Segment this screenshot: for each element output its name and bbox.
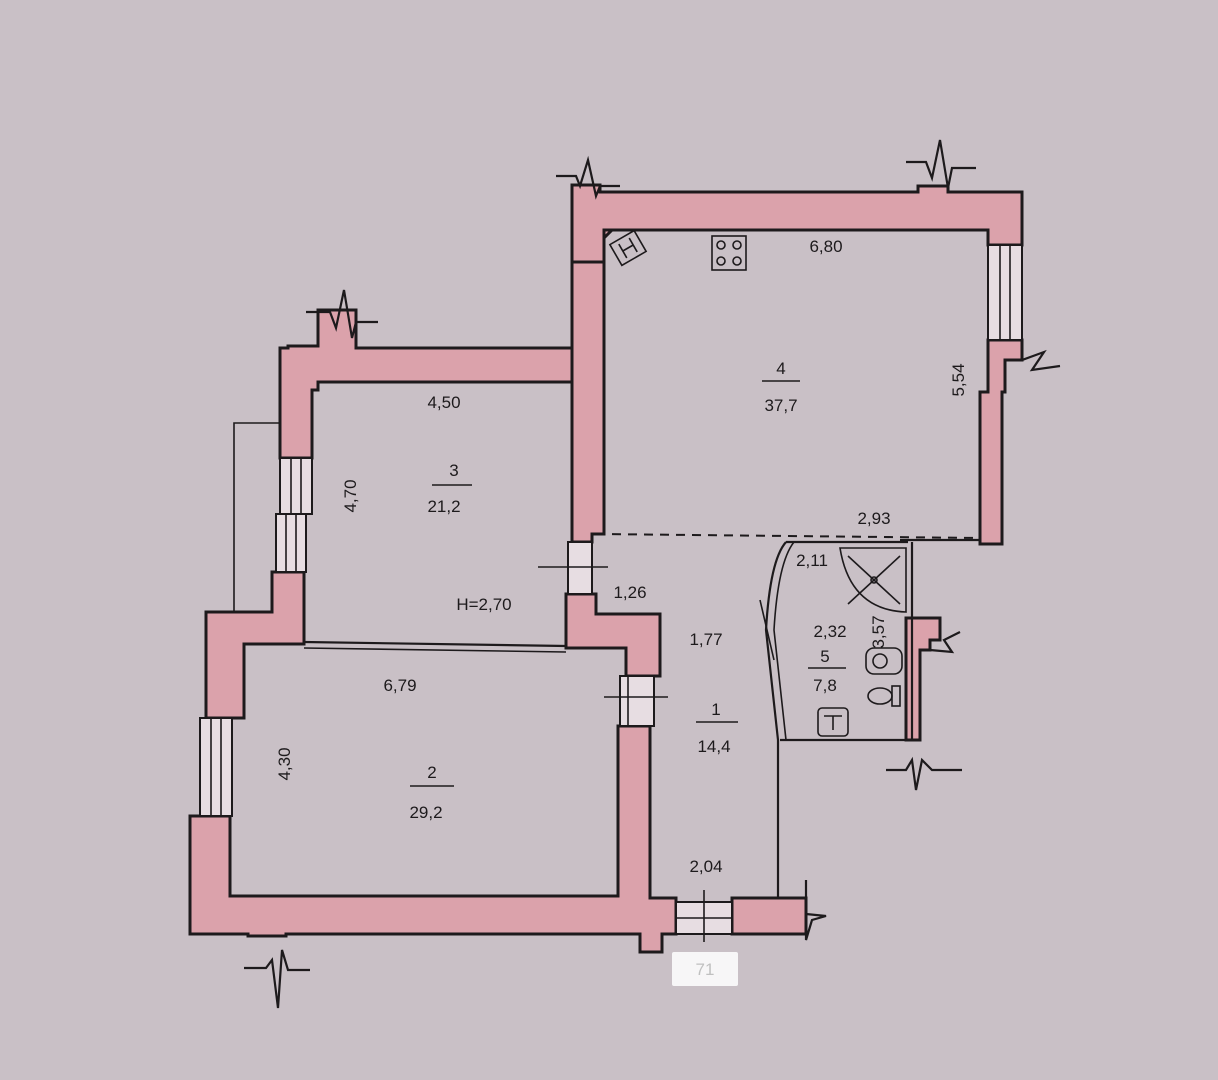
dim-hall-upper-width: 2,93 — [857, 509, 890, 528]
dim-bath-width: 2,32 — [813, 622, 846, 641]
dimension-labels: 6,80 5,54 4,50 4,70 6,79 4,30 2,93 1,26 … — [275, 237, 968, 876]
boiler-icon — [608, 229, 648, 267]
room4-number: 4 — [776, 359, 785, 378]
boundary-room4-hall — [595, 533, 981, 539]
dim-room4-depth: 5,54 — [949, 363, 968, 396]
toilet-icon — [867, 685, 901, 707]
entrance-tag: 71 — [672, 952, 738, 986]
dim-room4-width: 6,80 — [809, 237, 842, 256]
dim-hall-doorway: 1,26 — [613, 583, 646, 602]
room3-number: 3 — [449, 461, 458, 480]
wall-room4-right — [978, 338, 1024, 546]
shower-icon — [839, 547, 907, 613]
dim-hall-width: 1,77 — [689, 630, 722, 649]
dim-bath-depth: 3,57 — [869, 615, 888, 648]
stove-icon — [711, 235, 747, 271]
room2-area: 29,2 — [409, 803, 442, 822]
wall-room2-room1 — [188, 724, 678, 954]
window-room3-b — [275, 513, 307, 573]
dim-room2-width: 6,79 — [383, 676, 416, 695]
room1-area: 14,4 — [697, 737, 730, 756]
room2-number: 2 — [427, 763, 436, 782]
dim-room3-width: 4,50 — [427, 393, 460, 412]
wall-entrance-right — [730, 896, 808, 936]
room4-area: 37,7 — [764, 396, 797, 415]
dim-hall-entrance: 2,04 — [689, 857, 722, 876]
room5-number: 5 — [820, 647, 829, 666]
wall-room3-room4 — [570, 228, 616, 544]
doorways — [233, 422, 733, 942]
sink-icon — [817, 707, 849, 737]
windows — [199, 244, 1023, 817]
wall-room3-left-lower — [204, 570, 306, 720]
ceiling-height: H=2,70 — [456, 595, 511, 614]
walls — [188, 183, 1024, 954]
dim-room3-depth: 4,70 — [341, 479, 360, 512]
room5-area: 7,8 — [813, 676, 837, 695]
wall-room4-top — [570, 183, 1024, 264]
washbasin-icon — [865, 647, 903, 675]
room3-area: 21,2 — [427, 497, 460, 516]
wall-room3-room1 — [564, 592, 662, 678]
dim-room2-depth: 4,30 — [275, 747, 294, 780]
bathroom-partition — [759, 540, 914, 900]
room1-number: 1 — [711, 700, 720, 719]
wall-room3-top — [278, 308, 574, 460]
room-labels: 4 37,7 3 21,2 2 29,2 1 14,4 5 7,8 H=2,70 — [409, 359, 846, 822]
break-symbols — [244, 139, 1061, 1009]
window-room2 — [199, 717, 233, 817]
entrance-tag-text: 71 — [696, 960, 715, 979]
dim-bath-top-width: 2,11 — [796, 551, 828, 570]
window-room4 — [987, 244, 1023, 341]
window-room3-a — [279, 457, 313, 515]
fixtures — [608, 229, 907, 737]
